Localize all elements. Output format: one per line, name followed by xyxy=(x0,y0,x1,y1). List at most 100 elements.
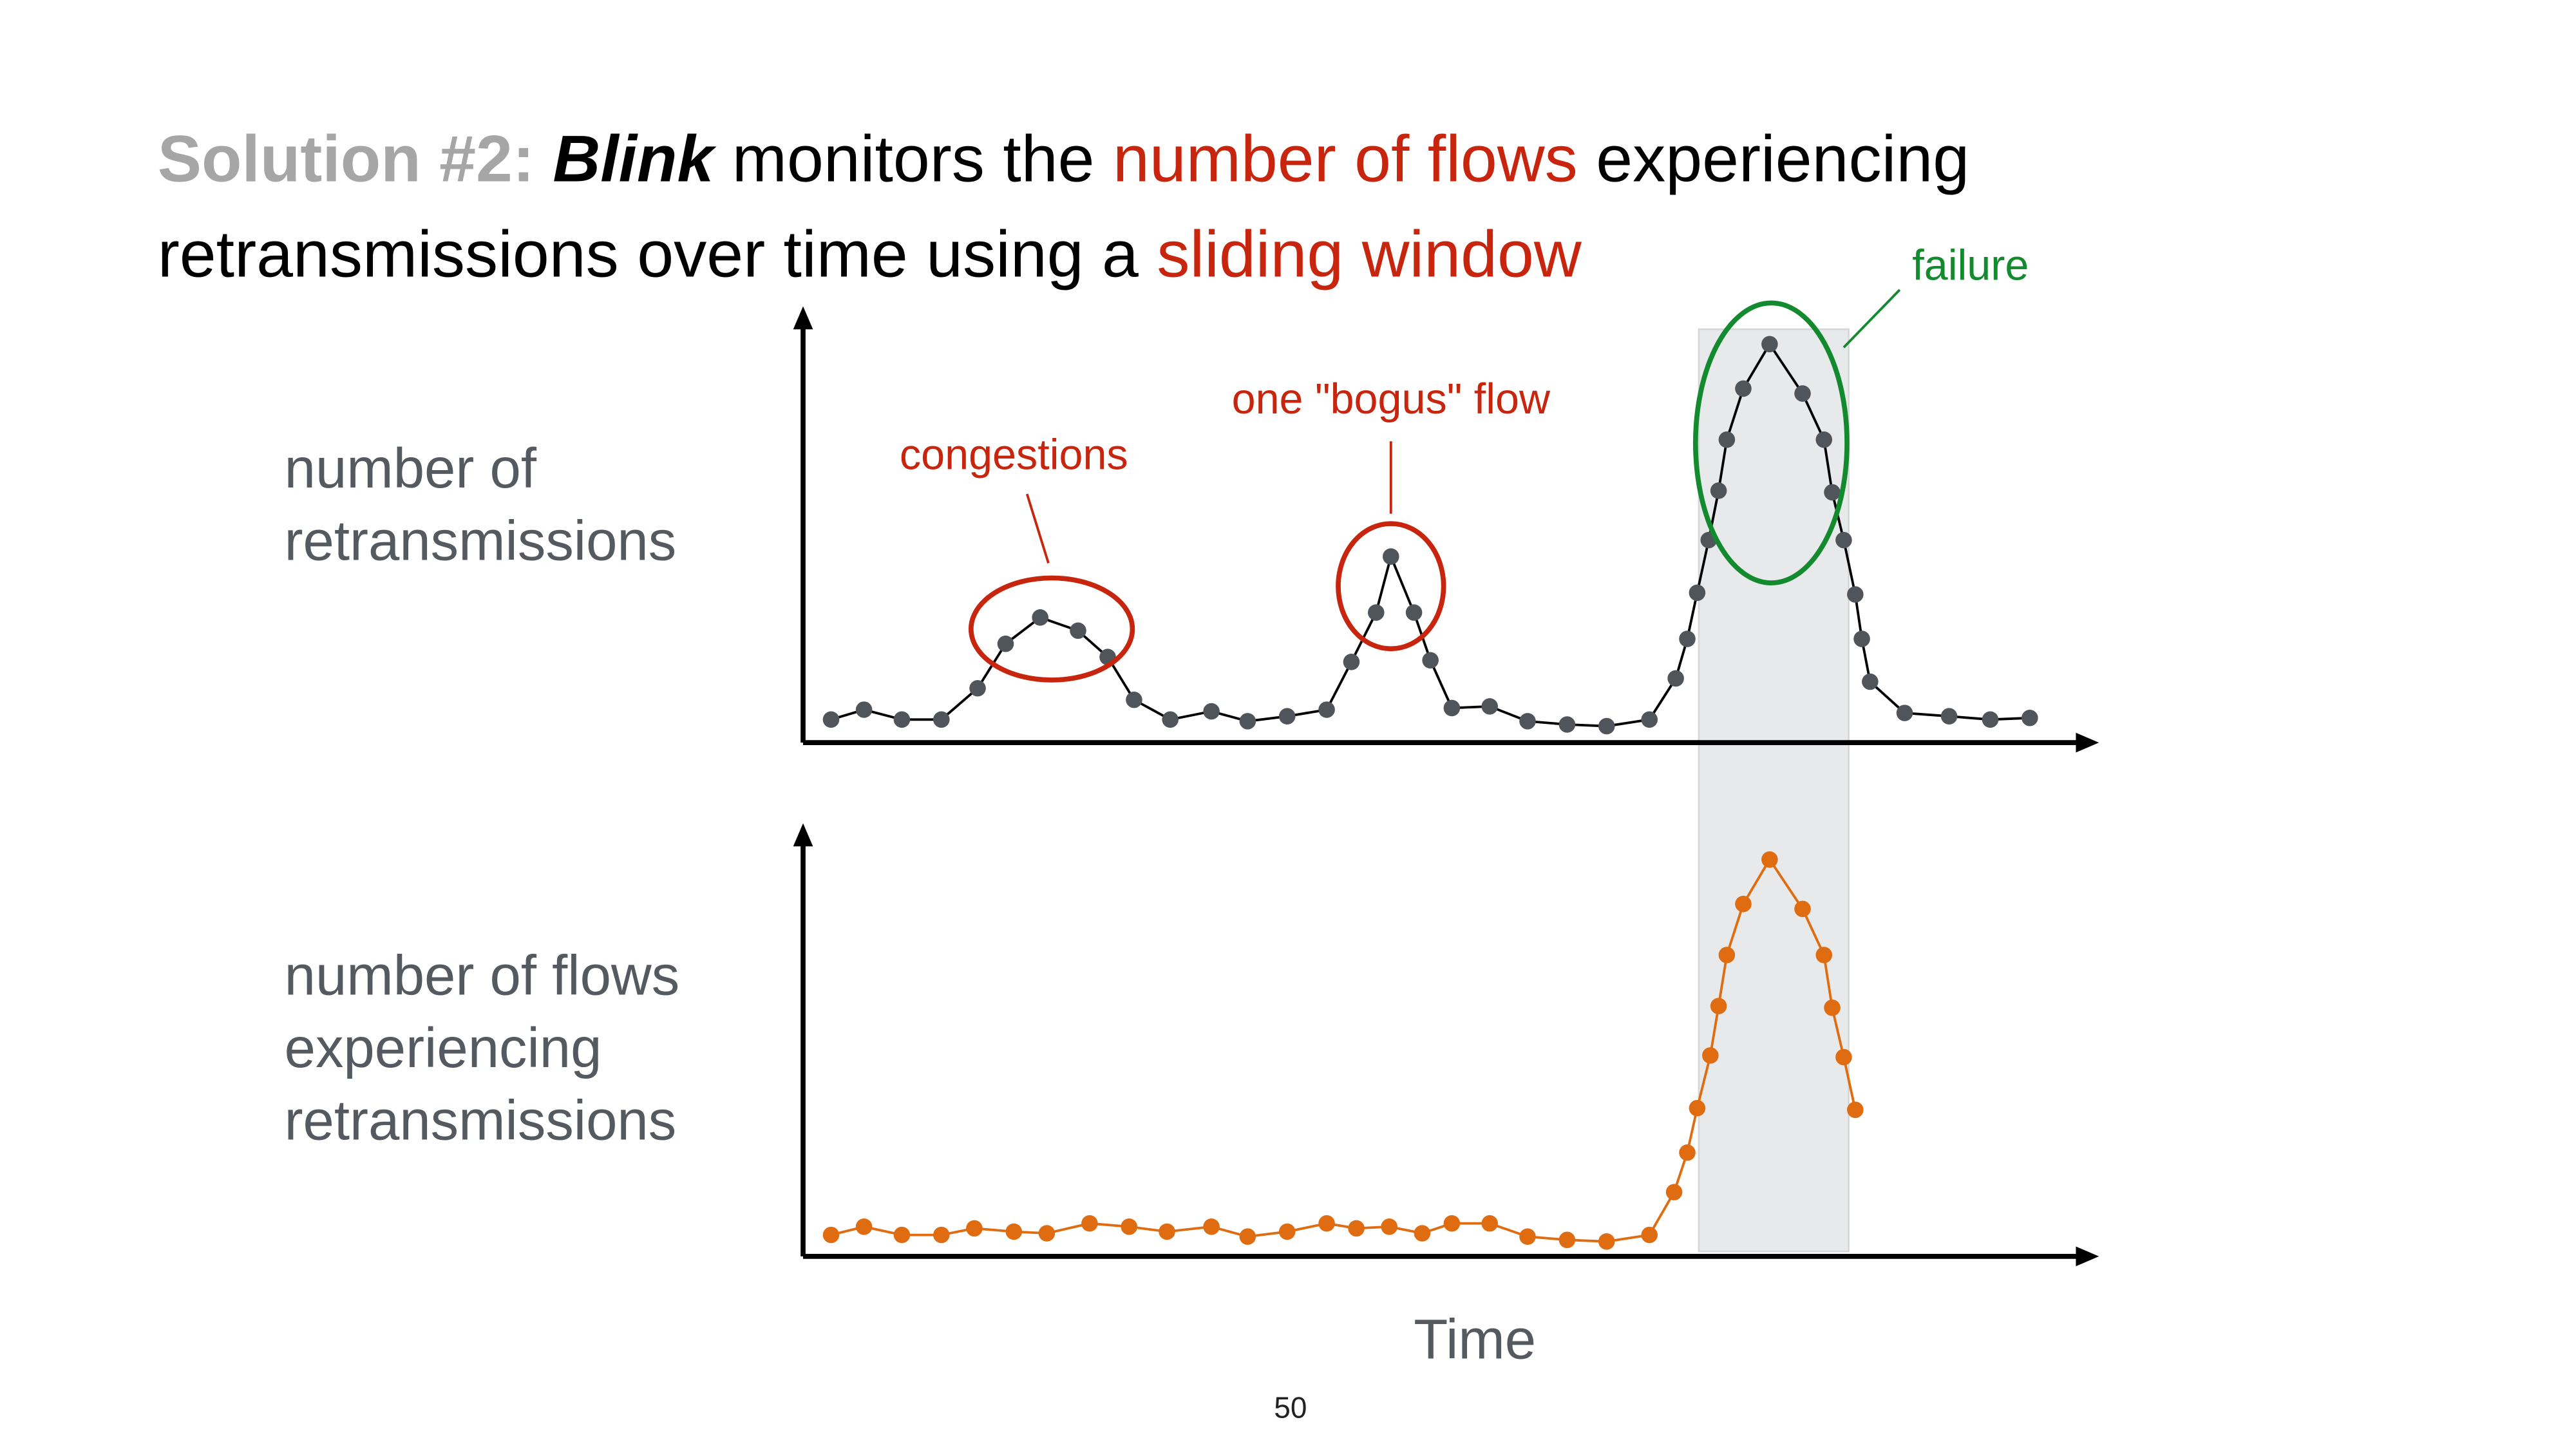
bottom-y-label: experiencing xyxy=(285,1017,602,1079)
retransmission-data-point xyxy=(1761,336,1778,353)
top-y-label: retransmissions xyxy=(285,509,677,572)
retransmission-data-point xyxy=(1318,701,1335,718)
flows-data-point xyxy=(1835,1048,1852,1066)
flows-data-point xyxy=(1598,1233,1615,1250)
retransmission-data-point xyxy=(2022,709,2038,726)
retransmission-data-point xyxy=(1481,698,1498,715)
retransmission-data-point xyxy=(855,701,873,718)
annotation-congestions: congestions xyxy=(900,431,1135,683)
retransmissions-series xyxy=(822,336,2038,735)
retransmission-data-point xyxy=(1641,711,1658,728)
bottom-y-label: retransmissions xyxy=(285,1089,677,1151)
flows-data-point xyxy=(1710,998,1727,1014)
retransmission-data-point xyxy=(997,635,1014,652)
flows-data-point xyxy=(855,1218,873,1235)
retransmission-data-point xyxy=(969,679,986,697)
retransmission-data-point xyxy=(1278,708,1296,724)
bogus-ellipse xyxy=(1336,521,1446,652)
retransmission-data-point xyxy=(1519,713,1536,730)
retransmission-data-point xyxy=(1343,654,1360,670)
annotation-bogus: one "bogus" flow xyxy=(1232,375,1551,652)
retransmission-data-point xyxy=(1239,713,1256,730)
retransmission-data-point xyxy=(1689,584,1706,601)
flows-data-point xyxy=(1815,947,1833,963)
flows-data-point xyxy=(822,1226,840,1244)
flows-data-point xyxy=(1702,1047,1719,1064)
retransmission-data-point xyxy=(1558,716,1576,733)
retransmission-data-point xyxy=(1735,380,1752,397)
flows-data-point xyxy=(1005,1223,1023,1240)
retransmission-data-point xyxy=(1815,431,1833,448)
flows-data-point xyxy=(1278,1223,1296,1240)
flows-data-point xyxy=(1381,1218,1398,1235)
flows-data-point xyxy=(1081,1215,1098,1232)
retransmission-data-point xyxy=(1718,431,1736,448)
retransmission-data-point xyxy=(1203,703,1220,720)
flows-data-point xyxy=(1761,851,1778,868)
retransmission-data-point xyxy=(1443,699,1461,717)
title-highlight: number of flows xyxy=(1113,121,1578,195)
flows-data-point xyxy=(1121,1218,1138,1235)
flows-data-point xyxy=(1679,1144,1696,1161)
retransmission-data-point xyxy=(1679,630,1696,647)
retransmission-data-point xyxy=(893,711,911,728)
flows-data-point xyxy=(1481,1215,1498,1232)
retransmission-data-point xyxy=(1070,622,1086,639)
flows-data-point xyxy=(1558,1231,1576,1249)
flows-data-point xyxy=(1689,1099,1706,1117)
y-axis-arrow-icon xyxy=(793,823,813,847)
retransmission-data-point xyxy=(1896,705,1913,721)
retransmission-data-point xyxy=(822,711,840,728)
retransmission-data-point xyxy=(1835,531,1852,549)
top-axes xyxy=(793,306,2099,753)
title-text: experiencing xyxy=(1596,121,1969,195)
flows-series xyxy=(822,851,1864,1250)
bottom-y-label: number of flows xyxy=(285,944,680,1007)
retransmission-data-point xyxy=(1598,717,1615,735)
retransmission-data-point xyxy=(1824,484,1841,501)
flows-data-point xyxy=(966,1220,983,1237)
x-axis-arrow-icon xyxy=(2076,732,2099,753)
title-highlight: sliding window xyxy=(1157,217,1582,291)
y-axis-arrow-icon xyxy=(793,306,813,330)
flows-data-point xyxy=(1348,1220,1365,1237)
flows-data-point xyxy=(1718,947,1736,963)
failure-ellipse xyxy=(1692,300,1850,585)
flows-data-point xyxy=(1794,900,1811,918)
congestion-ellipse xyxy=(968,575,1135,683)
flows-data-point xyxy=(1239,1228,1256,1245)
retransmission-data-point xyxy=(1667,670,1684,687)
title-prefix: Solution #2: xyxy=(158,121,535,195)
flows-data-point xyxy=(1159,1223,1175,1240)
flows-data-point xyxy=(1443,1215,1461,1232)
top-y-label: number of xyxy=(285,437,537,500)
flows-data-point xyxy=(1318,1215,1335,1232)
bottom-axes xyxy=(793,823,2099,1267)
title-line-1: Solution #2: Blink monitors the number o… xyxy=(158,121,1969,195)
title-line-2: retransmissions over time using a slidin… xyxy=(158,217,1582,291)
flows-data-point xyxy=(933,1226,950,1244)
annotation-failure: failure xyxy=(1692,242,2029,585)
sliding-window-highlight xyxy=(1698,328,1850,1253)
retransmission-data-point xyxy=(1422,652,1439,669)
retransmission-data-point xyxy=(1853,630,1870,647)
flows-data-point xyxy=(1824,999,1841,1016)
page-number: 50 xyxy=(1274,1390,1307,1424)
flows-data-point xyxy=(1665,1184,1683,1200)
x-axis-label: Time xyxy=(1414,1308,1536,1370)
retransmission-data-point xyxy=(1982,711,1999,728)
flows-data-point xyxy=(893,1226,911,1244)
flows-data-point xyxy=(1519,1228,1536,1245)
retransmission-data-point xyxy=(1162,711,1179,728)
retransmission-data-point xyxy=(1032,609,1048,626)
failure-label: failure xyxy=(1912,242,2029,290)
bogus-label: one "bogus" flow xyxy=(1232,375,1551,423)
retransmission-data-point xyxy=(1940,708,1958,724)
flows-data-point xyxy=(1641,1226,1658,1244)
retransmission-data-point xyxy=(1862,673,1879,690)
flows-data-point xyxy=(1038,1225,1056,1242)
retransmission-data-point xyxy=(1383,548,1399,565)
retransmission-data-point xyxy=(1368,604,1385,621)
x-axis-arrow-icon xyxy=(2076,1246,2099,1267)
